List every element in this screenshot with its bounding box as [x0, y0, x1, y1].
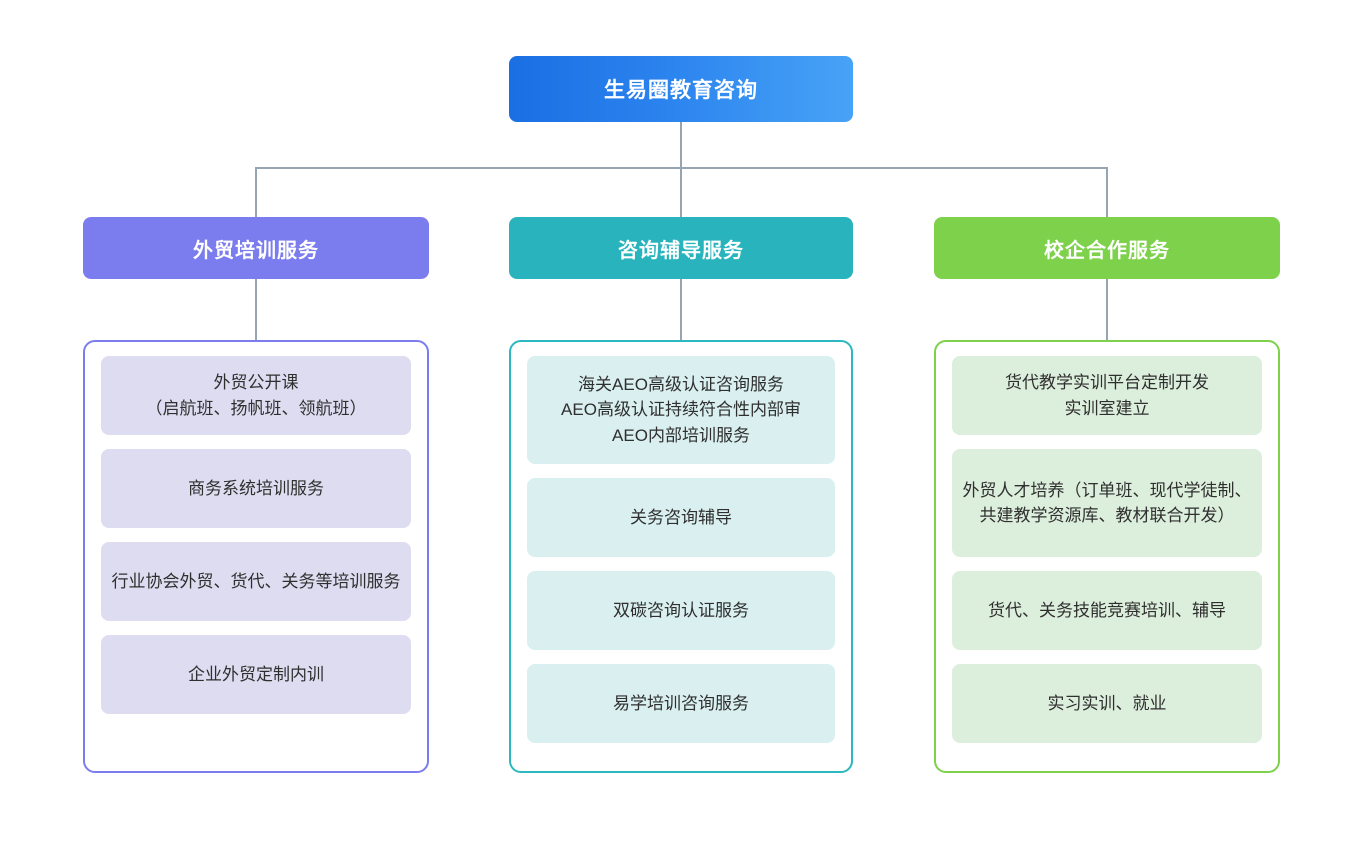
connector-root-stem: [680, 122, 682, 168]
branch-item-1-3[interactable]: 易学培训咨询服务: [527, 664, 835, 743]
branch-header-label-2: 校企合作服务: [1044, 239, 1170, 262]
branch-item-1-1[interactable]: 关务咨询辅导: [527, 478, 835, 557]
branch-header-1[interactable]: 咨询辅导服务: [509, 217, 853, 279]
branch-container-1: 海关AEO高级认证咨询服务 AEO高级认证持续符合性内部审 AEO内部培训服务 …: [509, 340, 853, 773]
branch-item-2-3[interactable]: 实习实训、就业: [952, 664, 1262, 743]
connector-drop-branch-2: [1106, 167, 1108, 217]
branch-header-2[interactable]: 校企合作服务: [934, 217, 1280, 279]
root-node-label: 生易圈教育咨询: [604, 79, 758, 102]
connector-drop-branch-1: [680, 167, 682, 217]
branch-item-0-2[interactable]: 行业协会外贸、货代、关务等培训服务: [101, 542, 411, 621]
branch-item-1-0[interactable]: 海关AEO高级认证咨询服务 AEO高级认证持续符合性内部审 AEO内部培训服务: [527, 356, 835, 464]
branch-container-0: 外贸公开课 （启航班、扬帆班、领航班） 商务系统培训服务 行业协会外贸、货代、关…: [83, 340, 429, 773]
branch-item-1-2[interactable]: 双碳咨询认证服务: [527, 571, 835, 650]
connector-header-to-box-0: [255, 279, 257, 340]
connector-drop-branch-0: [255, 167, 257, 217]
branch-item-2-2[interactable]: 货代、关务技能竞赛培训、辅导: [952, 571, 1262, 650]
branch-item-2-0[interactable]: 货代教学实训平台定制开发 实训室建立: [952, 356, 1262, 435]
branch-header-0[interactable]: 外贸培训服务: [83, 217, 429, 279]
branch-item-0-1[interactable]: 商务系统培训服务: [101, 449, 411, 528]
root-node[interactable]: 生易圈教育咨询: [509, 56, 853, 122]
branch-item-0-0[interactable]: 外贸公开课 （启航班、扬帆班、领航班）: [101, 356, 411, 435]
connector-header-to-box-1: [680, 279, 682, 340]
connector-header-to-box-2: [1106, 279, 1108, 340]
branch-header-label-1: 咨询辅导服务: [618, 239, 744, 262]
branch-item-0-3[interactable]: 企业外贸定制内训: [101, 635, 411, 714]
branch-header-label-0: 外贸培训服务: [193, 239, 319, 262]
branch-container-2: 货代教学实训平台定制开发 实训室建立 外贸人才培养（订单班、现代学徒制、共建教学…: [934, 340, 1280, 773]
branch-item-2-1[interactable]: 外贸人才培养（订单班、现代学徒制、共建教学资源库、教材联合开发）: [952, 449, 1262, 557]
